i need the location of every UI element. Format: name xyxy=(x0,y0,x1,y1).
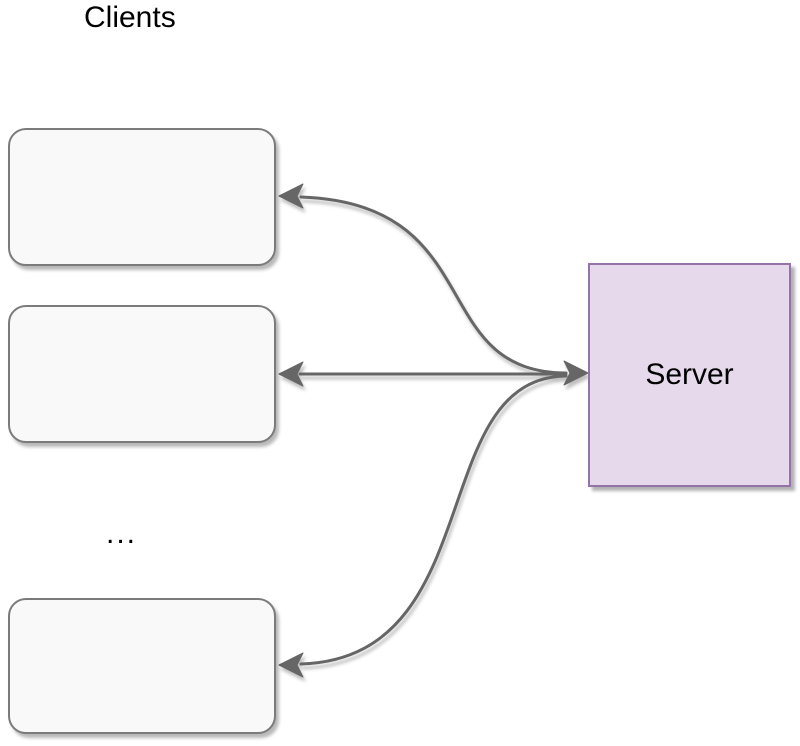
arrowhead-client-1 xyxy=(278,183,304,209)
arrowhead-server xyxy=(563,360,589,386)
server-node-label: Server xyxy=(645,358,734,391)
client-node-1 xyxy=(8,128,276,266)
edge-server-client-3 xyxy=(299,374,568,666)
server-node: Server xyxy=(588,263,791,487)
arrowhead-client-2 xyxy=(278,361,304,387)
client-node-2 xyxy=(8,305,276,443)
clients-ellipsis-label: ... xyxy=(106,517,138,550)
client-node-3 xyxy=(8,598,276,734)
edge-server-client-1 xyxy=(299,195,568,375)
clients-title-label: Clients xyxy=(84,1,176,34)
arrowhead-client-3 xyxy=(278,652,304,678)
